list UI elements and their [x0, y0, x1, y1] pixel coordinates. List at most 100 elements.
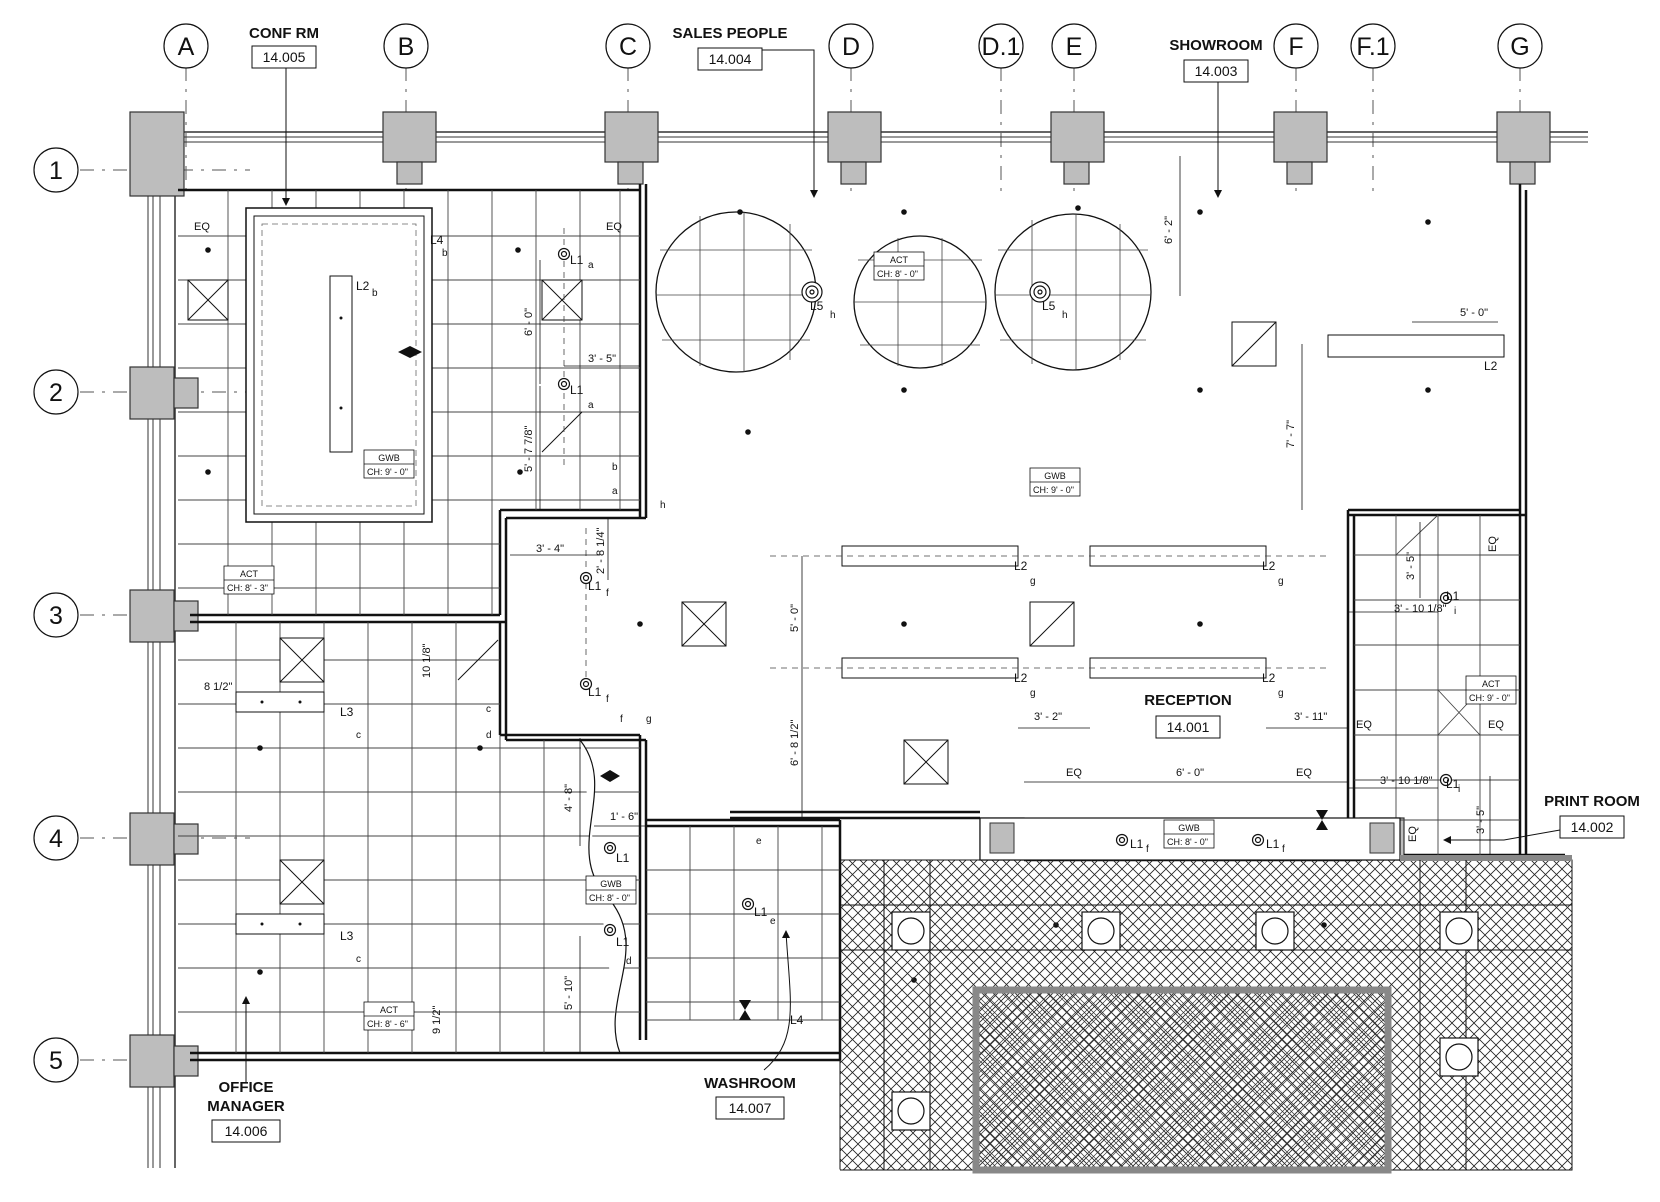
tag-conf-gwb: GWB — [378, 453, 400, 463]
svg-text:h: h — [830, 310, 836, 321]
washroom-ceiling-grid — [646, 826, 840, 1021]
tag-conf-gwb-ch: CH: 9' - 0" — [367, 467, 408, 477]
l5-fixture — [809, 289, 815, 295]
svg-text:L1: L1 — [616, 851, 630, 865]
grid-bubble-col-D-1: D.1 — [978, 23, 1024, 69]
room-name-office-1: OFFICE — [219, 1079, 274, 1096]
svg-text:L1: L1 — [754, 905, 768, 919]
svg-text:EQ: EQ — [1356, 719, 1372, 731]
svg-text:h: h — [660, 500, 666, 511]
recessed-downlight — [1425, 219, 1431, 225]
svg-text:c: c — [486, 704, 491, 715]
svg-text:3' - 5": 3' - 5" — [1405, 552, 1417, 580]
svg-text:D.1: D.1 — [982, 33, 1021, 61]
svg-text:L1: L1 — [588, 685, 602, 699]
room-name-print: PRINT ROOM — [1544, 793, 1640, 810]
svg-text:3' - 5": 3' - 5" — [588, 353, 616, 365]
svg-text:10 1/8": 10 1/8" — [421, 643, 433, 678]
l5-fixture — [1037, 289, 1043, 295]
svg-text:L1: L1 — [616, 935, 630, 949]
conf-rm-pendant-l2 — [329, 275, 353, 453]
ceiling-height-tags: GWB CH: 9' - 0" ACT CH: 8' - 3" ACT CH: … — [223, 251, 1517, 1031]
svg-text:9 1/2": 9 1/2" — [431, 1006, 443, 1034]
room-name-showroom: SHOWROOM — [1169, 37, 1262, 54]
svg-text:L1: L1 — [588, 579, 602, 593]
room-number-print: 14.002 — [1571, 819, 1614, 835]
svg-text:EQ: EQ — [1066, 767, 1082, 779]
svg-text:3' - 10 1/8": 3' - 10 1/8" — [1394, 603, 1447, 615]
grid-bubble-row-4: 4 — [33, 815, 79, 861]
svg-text:L2: L2 — [1014, 671, 1028, 685]
grid-bubble-row-1: 1 — [33, 147, 79, 193]
svg-text:6' - 0": 6' - 0" — [523, 308, 535, 336]
svg-text:3' - 4": 3' - 4" — [536, 543, 564, 555]
bowtie-symbol-office — [600, 770, 620, 782]
svg-text:L1: L1 — [1130, 837, 1144, 851]
tag-corr-gwb: GWB — [1178, 823, 1200, 833]
bowtie-symbol-corridor — [1316, 810, 1328, 830]
tag-conf-act: ACT — [240, 569, 259, 579]
svg-text:6' - 8 1/2": 6' - 8 1/2" — [789, 720, 801, 766]
svg-text:h: h — [1062, 310, 1068, 321]
svg-text:5' - 0": 5' - 0" — [789, 604, 801, 632]
room-number-showroom: 14.003 — [1195, 63, 1238, 79]
recessed-downlight — [1197, 387, 1203, 393]
svg-text:EQ: EQ — [1296, 767, 1312, 779]
tag-print-act: ACT — [1482, 679, 1501, 689]
recessed-downlight — [205, 247, 211, 253]
room-tags: CONF RM 14.005 SALES PEOPLE 14.004 SHOWR… — [207, 25, 1640, 1143]
conf-rm-diffusers — [187, 279, 583, 453]
tag-conf-act-ch: CH: 8' - 3" — [227, 583, 268, 593]
svg-text:L3: L3 — [340, 705, 354, 719]
svg-text:f: f — [606, 694, 609, 705]
recessed-downlight — [515, 247, 521, 253]
room-number-washroom: 14.007 — [729, 1100, 772, 1116]
svg-text:C: C — [619, 33, 637, 61]
svg-text:8 1/2": 8 1/2" — [204, 681, 232, 693]
recessed-downlight — [901, 621, 907, 627]
tag-sales-act: ACT — [890, 255, 909, 265]
svg-text:L2: L2 — [1484, 359, 1498, 373]
tag-sales-act-ch: CH: 8' - 0" — [877, 269, 918, 279]
svg-text:f: f — [606, 588, 609, 599]
svg-text:e: e — [756, 836, 762, 847]
recessed-downlight — [477, 745, 483, 751]
recessed-downlight — [1197, 209, 1203, 215]
svg-text:f: f — [1282, 844, 1285, 855]
tag-office-act: ACT — [380, 1005, 399, 1015]
l1-fixture-symbols — [557, 247, 1453, 937]
grid-bubble-col-B: B — [383, 23, 429, 69]
svg-text:3' - 10 1/8": 3' - 10 1/8" — [1380, 775, 1433, 787]
svg-text:a: a — [588, 400, 594, 411]
svg-text:5' - 10": 5' - 10" — [563, 976, 575, 1010]
svg-text:g: g — [1278, 576, 1284, 587]
svg-text:f: f — [620, 714, 623, 725]
svg-text:L1: L1 — [570, 253, 584, 267]
svg-text:D: D — [842, 33, 860, 61]
svg-text:c: c — [356, 954, 361, 965]
svg-text:L1: L1 — [1446, 589, 1460, 603]
svg-text:e: e — [770, 916, 776, 927]
svg-text:F: F — [1288, 33, 1303, 61]
svg-text:5: 5 — [49, 1047, 63, 1075]
room-name-reception: RECEPTION — [1144, 692, 1232, 709]
ceiling-diffusers — [681, 321, 1277, 785]
svg-text:6' - 0": 6' - 0" — [1176, 767, 1204, 779]
svg-text:b: b — [372, 288, 378, 299]
svg-text:3' - 2": 3' - 2" — [1034, 711, 1062, 723]
svg-text:L5: L5 — [1042, 299, 1056, 313]
sales-ceiling-clouds — [655, 211, 1152, 373]
svg-text:G: G — [1510, 33, 1529, 61]
tag-main-gwb: GWB — [1044, 471, 1066, 481]
curtain-wall-west — [147, 190, 176, 1168]
room-name-conf: CONF RM — [249, 25, 319, 42]
grid-bubble-row-5: 5 — [33, 1037, 79, 1083]
svg-text:g: g — [1278, 688, 1284, 699]
svg-text:g: g — [1030, 576, 1036, 587]
square-fixtures — [891, 911, 1479, 1131]
grid-bubble-col-E: E — [1051, 23, 1097, 69]
svg-text:L4: L4 — [790, 1013, 804, 1027]
